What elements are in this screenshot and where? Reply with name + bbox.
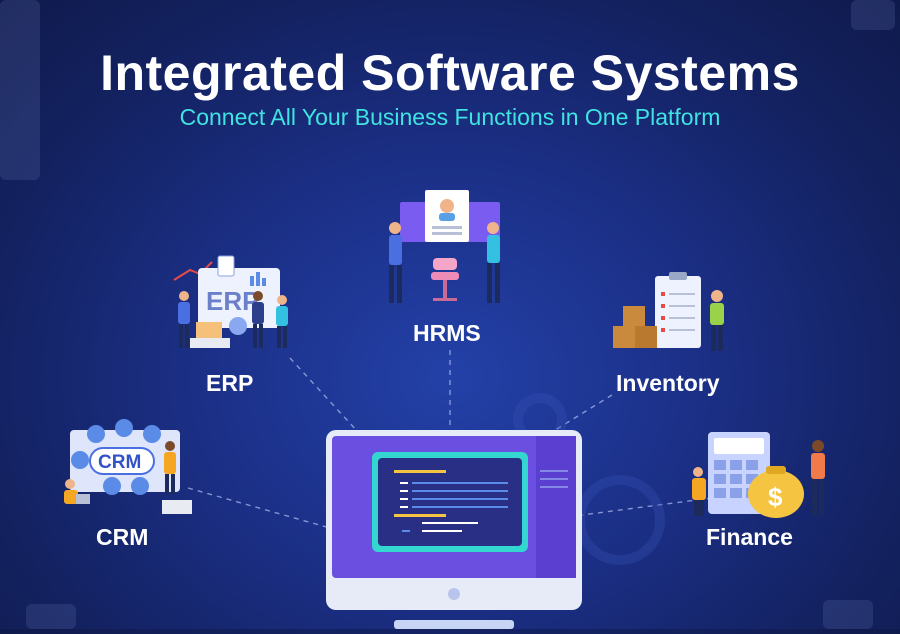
svg-text:ERP: ERP (206, 286, 259, 316)
page-subtitle: Connect All Your Business Functions in O… (179, 104, 721, 130)
module-label-hrms: HRMS (413, 320, 481, 346)
page-title: Integrated Software Systems (100, 45, 800, 101)
inventory-boxes-icon (613, 272, 724, 351)
finance-money-bag-icon: $ (692, 432, 825, 518)
module-label-finance: Finance (706, 524, 793, 550)
connector-inventory (551, 394, 613, 433)
erp-dashboard-icon: ERP (173, 255, 288, 348)
decor-block-top-left (0, 0, 40, 180)
finance-illustration: $ (690, 432, 836, 524)
hr-team-icon (389, 190, 500, 303)
crm-network-icon: CRM (64, 419, 192, 514)
connector-erp (289, 357, 359, 433)
decor-block-top-right (851, 0, 895, 30)
central-monitor (326, 430, 582, 629)
svg-text:CRM: CRM (98, 452, 141, 473)
inventory-illustration (611, 272, 737, 354)
computer-monitor-icon (326, 430, 582, 629)
crm-illustration: CRM (52, 418, 196, 518)
connector-crm (187, 487, 331, 529)
hrms-illustration (375, 188, 525, 310)
decor-block-bottom-right (823, 600, 873, 629)
decor-block-bottom-left (26, 604, 76, 629)
svg-text:$: $ (768, 482, 783, 512)
module-label-erp: ERP (206, 370, 254, 396)
module-label-inventory: Inventory (616, 370, 720, 396)
module-label-crm: CRM (96, 524, 149, 550)
connector-finance (581, 497, 713, 516)
erp-illustration: ERP (162, 252, 304, 354)
